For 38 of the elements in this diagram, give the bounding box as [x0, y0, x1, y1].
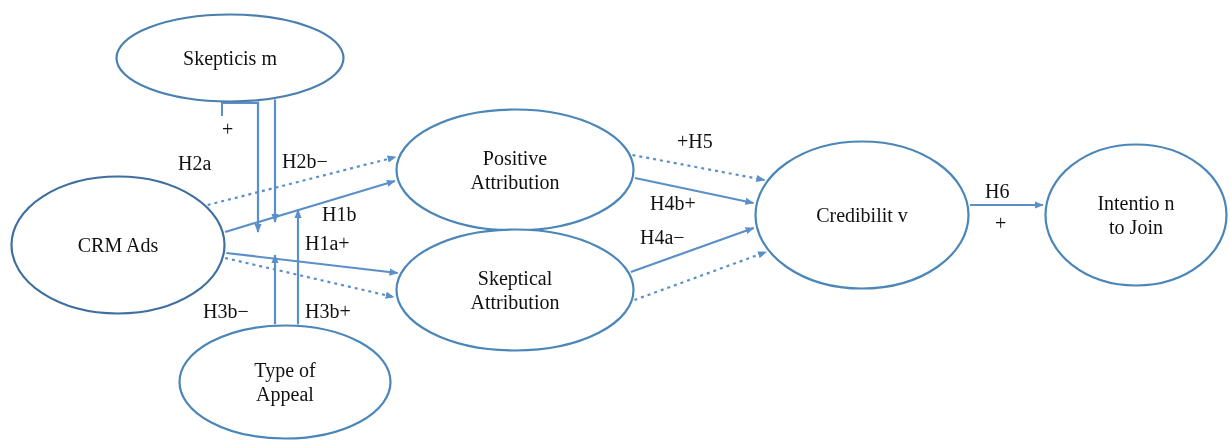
- hypothesis-label: H6: [985, 180, 1010, 202]
- variable-ellipse: [754, 140, 970, 290]
- hypothesis-label: +: [995, 212, 1007, 234]
- hypothesis-label: H4b+: [650, 192, 696, 214]
- variable-ellipse: [115, 13, 345, 103]
- arrow: [271, 99, 279, 223]
- hypothesis-label: H3b−: [203, 300, 249, 322]
- hypothesis-label: H1b: [322, 203, 357, 225]
- variable-ellipse: [395, 228, 635, 352]
- hypothesis-label: H3b+: [305, 300, 351, 322]
- hypothesis-label: H2a: [178, 152, 212, 174]
- node-label: Skepticis m: [183, 46, 277, 70]
- node-label: Credibilit v: [816, 203, 908, 227]
- arrow: [226, 251, 399, 276]
- arrow: [630, 226, 755, 274]
- node-label: CRM Ads: [77, 233, 159, 257]
- node-label: Positive Attribution: [469, 146, 561, 194]
- hypothesis-label: +: [222, 118, 234, 140]
- hypothesis-label: H1a+: [305, 232, 350, 254]
- arrow: [970, 201, 1044, 209]
- arrow: [224, 179, 396, 234]
- arrow: [634, 176, 755, 205]
- node-label: Intentio n to Join: [1096, 191, 1176, 239]
- variable-ellipse: [395, 108, 635, 232]
- hypothesis-label: H2b−: [282, 150, 328, 172]
- hypothesis-label: +H5: [677, 130, 713, 152]
- variable-ellipse: [1044, 143, 1228, 287]
- arrow: [634, 250, 767, 302]
- arrow: [254, 101, 262, 233]
- node-label: Type of Appeal: [253, 358, 317, 406]
- arrow: [224, 256, 395, 299]
- hypothesis-label: H4a−: [640, 226, 685, 248]
- arrow: [271, 254, 279, 325]
- arrow: [294, 209, 302, 325]
- node-label: Skeptical Attribution: [469, 266, 561, 314]
- variable-ellipse: [178, 324, 392, 440]
- arrow: [632, 153, 766, 183]
- arrow: [207, 155, 397, 207]
